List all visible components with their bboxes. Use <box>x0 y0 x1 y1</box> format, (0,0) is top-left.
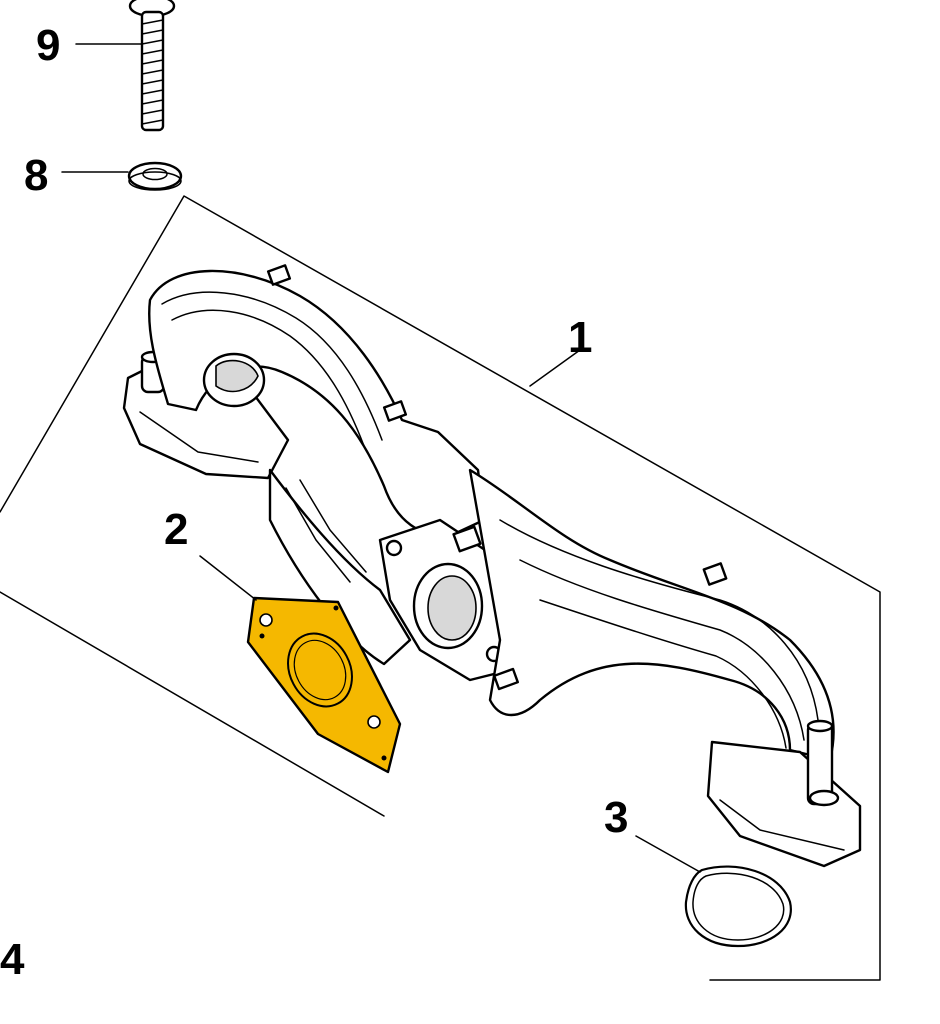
o-ring-part-3[interactable] <box>684 865 792 948</box>
callout-9: 9 <box>36 21 60 70</box>
screw-part-9[interactable] <box>128 0 176 132</box>
gasket-part-2[interactable] <box>246 596 402 774</box>
callout-1: 1 <box>568 313 592 362</box>
callout-3: 3 <box>604 793 628 842</box>
callout-2: 2 <box>164 505 188 554</box>
leader-lines <box>61 43 701 873</box>
callout-4: 4 <box>0 935 25 984</box>
callout-8: 8 <box>24 151 48 200</box>
washer-part-8[interactable] <box>127 161 183 191</box>
assembly-bracket <box>0 195 881 981</box>
manifold-part-1[interactable] <box>122 264 862 868</box>
